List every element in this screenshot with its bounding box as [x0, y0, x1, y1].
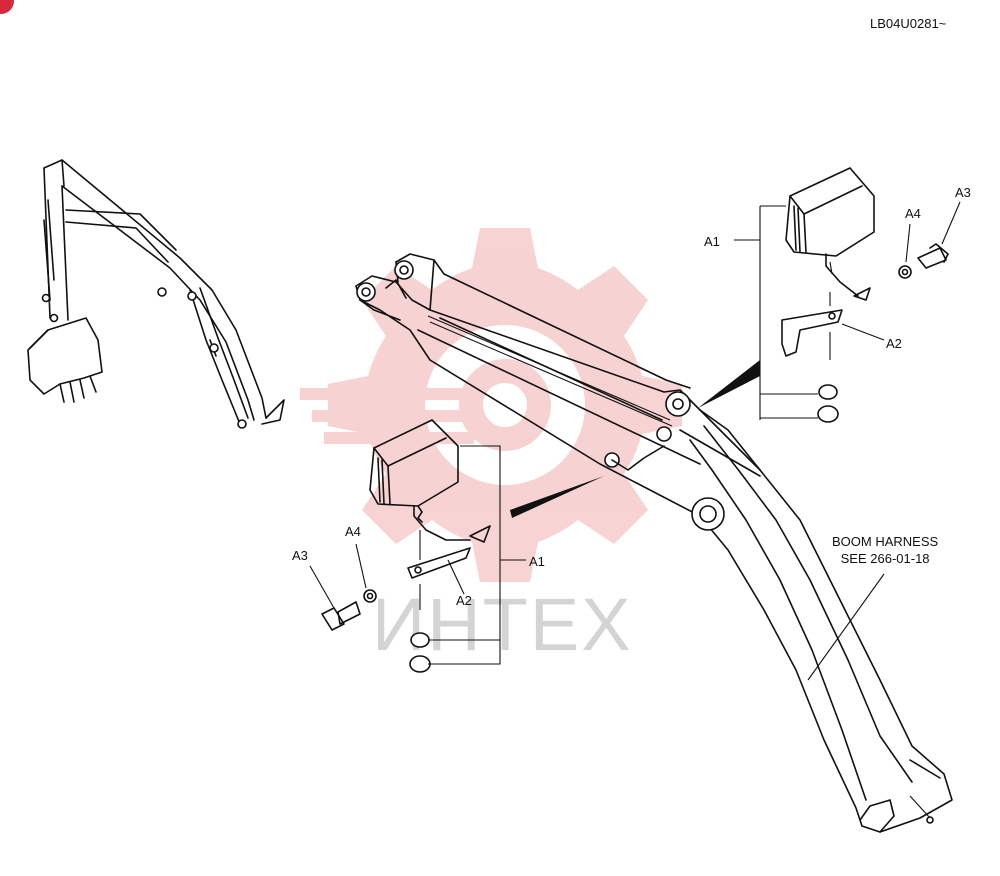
drawing-reference-code: LB04U0281~ — [870, 16, 947, 31]
left-callout-a1: A1 — [529, 554, 545, 569]
harness-note-line1: BOOM HARNESS — [832, 534, 939, 549]
harness-note-line2: SEE 266-01-18 — [840, 551, 930, 566]
right-callout-a3: A3 — [955, 185, 971, 200]
right-callout-a2: A2 — [886, 336, 902, 351]
left-callout-a2: A2 — [456, 593, 472, 608]
boom-harness-note: BOOM HARNESS SEE 266-01-18 — [832, 533, 938, 567]
left-callout-a3: A3 — [292, 548, 308, 563]
right-callout-a4: A4 — [905, 206, 921, 221]
excavator-arm-overview — [27, 159, 285, 429]
right-callout-a1: A1 — [704, 234, 720, 249]
right-work-light-assembly — [698, 167, 961, 423]
left-work-light-assembly — [309, 419, 604, 673]
harness-leader-line — [807, 573, 885, 681]
watermark-text: ИНТЕХ — [372, 583, 633, 666]
left-callout-a4: A4 — [345, 524, 361, 539]
boom-assembly — [355, 253, 953, 833]
